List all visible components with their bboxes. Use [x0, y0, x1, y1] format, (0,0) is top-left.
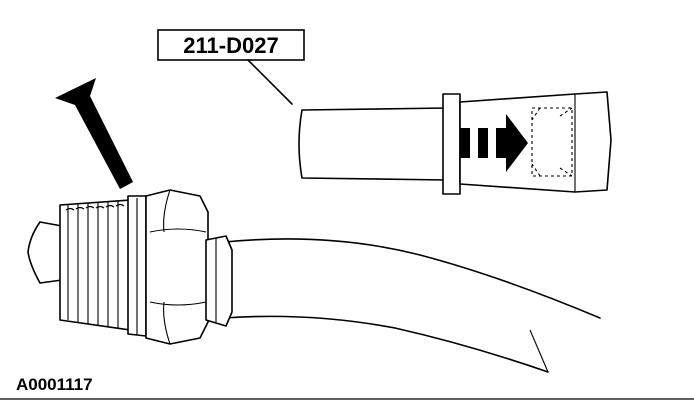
hose-cut-end	[529, 329, 549, 373]
fitting-tip	[27, 221, 63, 284]
callout-label: 211-D027	[183, 33, 278, 58]
callout-leader-line	[247, 59, 293, 105]
thread-body	[59, 199, 131, 331]
arrow-dash-1	[460, 128, 470, 158]
hex-nut-flats	[149, 228, 207, 306]
hose	[224, 238, 601, 373]
fitting-assembly	[27, 189, 233, 345]
special-tool	[298, 91, 612, 195]
fitting-collar	[205, 235, 233, 327]
tool-hidden-chamfer	[531, 107, 573, 177]
hose-upper-edge	[224, 238, 601, 319]
tool-collar	[442, 93, 461, 195]
hex-nut-edges	[163, 189, 171, 345]
tool-taper-body	[459, 91, 612, 193]
thread-lines	[67, 201, 119, 328]
hex-nut	[145, 189, 209, 345]
direction-arrow-icon	[496, 114, 528, 172]
pointer-arrow-shape	[55, 78, 133, 189]
pointer-arrow-icon	[55, 78, 133, 189]
tool-callout: 211-D027	[157, 29, 305, 105]
hose-lower-edge	[224, 315, 549, 373]
thread-crests	[65, 203, 125, 211]
figure-id: A0001117	[16, 375, 93, 394]
callout-box	[157, 29, 305, 61]
tool-tube	[298, 107, 448, 181]
arrow-dash-2	[478, 128, 488, 158]
